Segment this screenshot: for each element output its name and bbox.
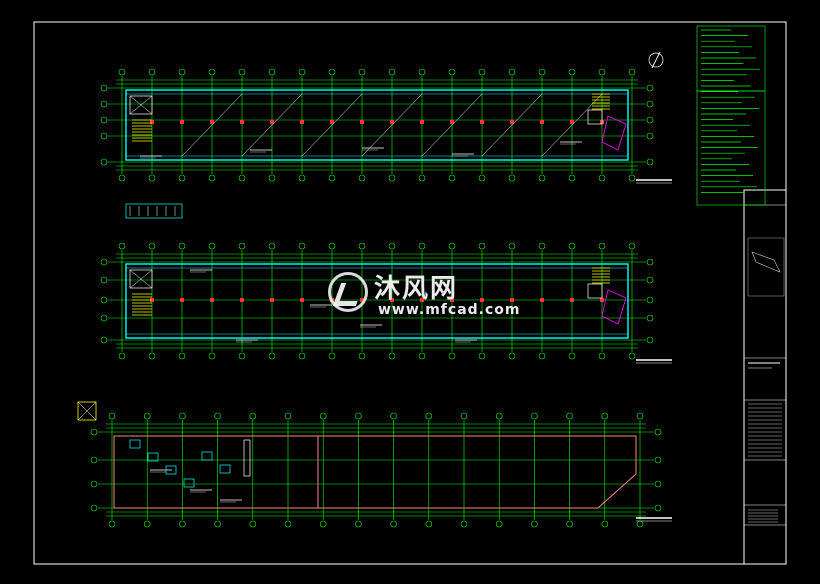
mfcad-logo-icon [328, 272, 368, 312]
floor-plan-2 [100, 242, 672, 364]
north-arrow-icon [648, 51, 664, 69]
watermark-url: www.mfcad.com [378, 302, 521, 318]
floor-plan-1 [100, 68, 672, 184]
site-plan-thumbnail [747, 237, 785, 297]
general-notes-box [696, 25, 766, 206]
section-detail [125, 203, 183, 219]
watermark-site-name: 沐风网 [374, 274, 459, 304]
floor-plan-3 [77, 401, 672, 528]
mfcad-watermark: 沐风网 www.mfcad.com [328, 268, 520, 324]
